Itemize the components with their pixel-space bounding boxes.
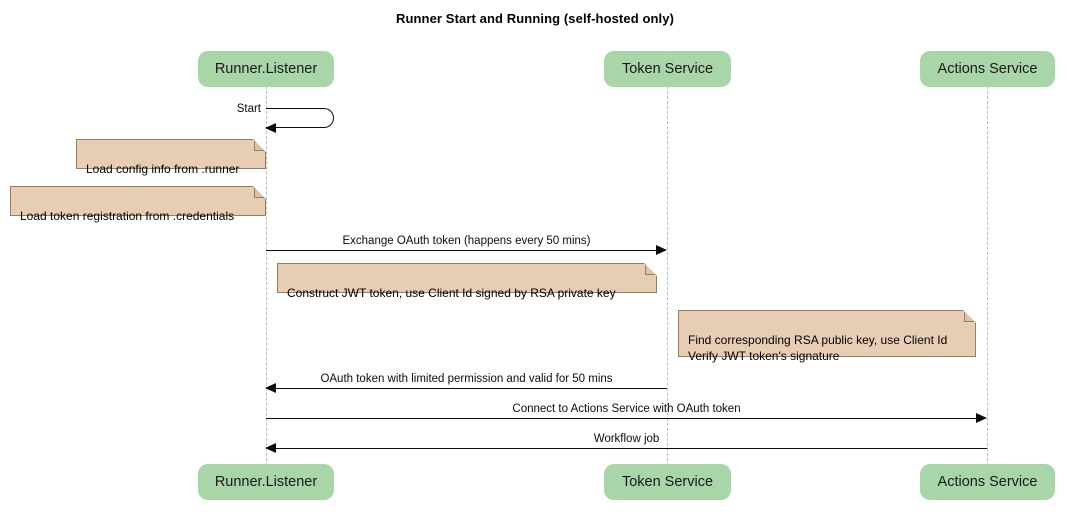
message-label-start: Start — [236, 103, 261, 115]
lifeline-actions — [987, 86, 988, 466]
message-arrowhead-oauth-token-response — [265, 383, 276, 393]
participant-token-service-bottom[interactable]: Token Service — [604, 464, 731, 500]
message-label-workflow-job: Workflow job — [593, 433, 660, 445]
lifeline-token — [667, 86, 668, 466]
message-label-oauth-token-response: OAuth token with limited permission and … — [320, 373, 613, 385]
message-line-oauth-token-response — [276, 388, 667, 389]
note-text: Construct JWT token, use Client Id signe… — [287, 286, 616, 300]
participant-runner-listener-top[interactable]: Runner.Listener — [198, 51, 334, 87]
message-line-workflow-job — [276, 448, 987, 449]
lifeline-runner — [266, 86, 267, 466]
participant-label: Token Service — [621, 474, 714, 490]
message-line-connect-to-actions-service — [266, 418, 977, 419]
message-label-connect-to-actions-service: Connect to Actions Service with OAuth to… — [512, 403, 741, 415]
participant-label: Runner.Listener — [214, 474, 318, 490]
participant-actions-service-bottom[interactable]: Actions Service — [920, 464, 1055, 500]
participant-label: Runner.Listener — [214, 61, 318, 77]
message-arrowhead-start — [265, 123, 276, 133]
participant-runner-listener-bottom[interactable]: Runner.Listener — [198, 464, 334, 500]
message-arrowhead-exchange-oauth-token — [656, 245, 667, 255]
participant-token-service-top[interactable]: Token Service — [604, 51, 731, 87]
message-arrowhead-connect-to-actions-service — [976, 413, 987, 423]
note-text: Load token registration from .credential… — [20, 209, 235, 223]
participant-label: Token Service — [621, 61, 714, 77]
note-text: Load config info from .runner — [86, 162, 240, 176]
note-fold-cut-icon — [253, 186, 266, 199]
note-load-config: Load config info from .runner — [76, 139, 266, 176]
page-title: Runner Start and Running (self-hosted on… — [395, 11, 675, 26]
note-fold-cut-icon — [644, 263, 657, 276]
participant-label: Actions Service — [937, 474, 1038, 490]
participant-actions-service-top[interactable]: Actions Service — [920, 51, 1055, 87]
note-verify-jwt-token: Find corresponding RSA public key, use C… — [678, 310, 976, 363]
message-arrowhead-workflow-job — [265, 443, 276, 453]
note-load-token-registration: Load token registration from .credential… — [10, 186, 266, 223]
note-construct-jwt-token: Construct JWT token, use Client Id signe… — [277, 263, 657, 300]
message-self-loop-start — [266, 108, 334, 128]
participant-label: Actions Service — [937, 61, 1038, 77]
message-line-exchange-oauth-token — [266, 250, 657, 251]
note-fold-cut-icon — [963, 310, 976, 323]
message-label-exchange-oauth-token: Exchange OAuth token (happens every 50 m… — [342, 235, 591, 247]
note-text: Find corresponding RSA public key, use C… — [688, 333, 948, 363]
note-fold-cut-icon — [253, 139, 266, 152]
